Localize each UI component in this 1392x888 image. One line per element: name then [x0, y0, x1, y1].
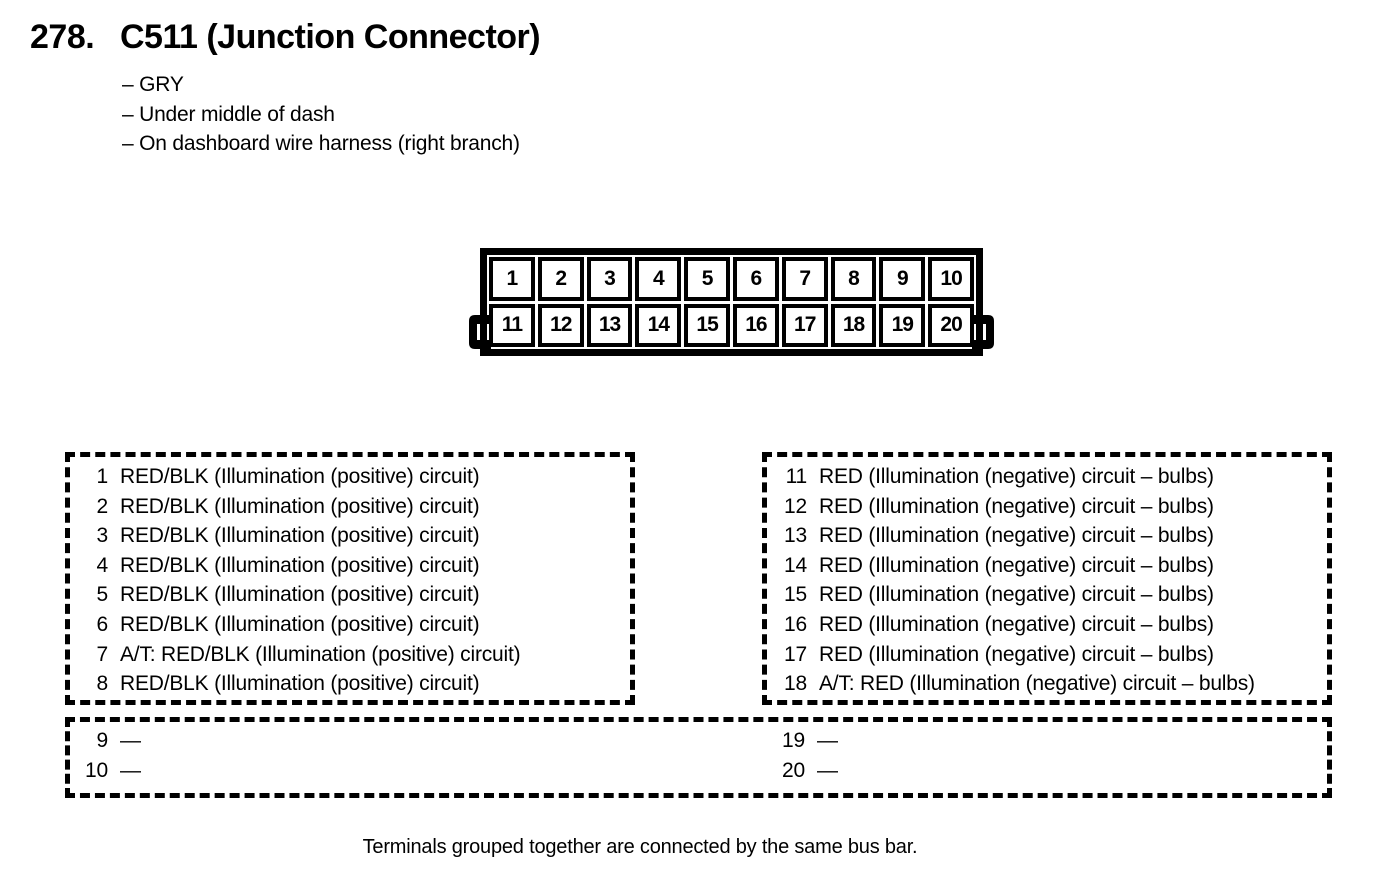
pin-list-unused: 9 — 10 — 19 — 20 —	[65, 717, 1332, 798]
pin-description: RED (Illumination (negative) circuit – b…	[819, 524, 1214, 548]
pin-description: RED (Illumination (negative) circuit – b…	[819, 642, 1214, 666]
pin-number: 5	[96, 583, 109, 607]
pin-row-3: 3 RED/BLK (Illumination (positive) circu…	[70, 521, 630, 551]
pin-row-10: 10 —	[70, 756, 142, 786]
pin-row-15: 15 RED (Illumination (negative) circuit …	[767, 580, 1327, 610]
connector-right-tab-icon	[972, 315, 994, 349]
unused-pins-left-group: 9 — 10 —	[70, 726, 142, 786]
pin-row-1: 1 RED/BLK (Illumination (positive) circu…	[70, 462, 630, 492]
pin-description: —	[120, 759, 142, 782]
connector-pin-6: 6	[732, 257, 779, 301]
pin-row-2: 2 RED/BLK (Illumination (positive) circu…	[70, 492, 630, 522]
connector-pin-17: 17	[781, 303, 828, 347]
pin-description: RED (Illumination (negative) circuit – b…	[819, 583, 1214, 607]
pin-row-12: 12 RED (Illumination (negative) circuit …	[767, 492, 1327, 522]
page-title: 278. C511 (Junction Connector)	[30, 18, 541, 57]
pin-number: 15	[784, 583, 807, 607]
pin-description: —	[817, 759, 839, 782]
pin-number: 13	[784, 524, 807, 548]
connector-pin-10: 10	[928, 257, 974, 301]
connector-diagram: 1 2 3 4 5 6 7 8 9 10 11 12 13 14 15 16 1…	[469, 248, 994, 356]
pin-number: 2	[96, 494, 109, 518]
pin-list-negative-circuits: 11 RED (Illumination (negative) circuit …	[762, 452, 1332, 705]
section-number: 278.	[30, 18, 95, 56]
pin-row-11: 11 RED (Illumination (negative) circuit …	[767, 462, 1327, 492]
connector-pin-14: 14	[635, 303, 682, 347]
pin-number: 16	[784, 612, 807, 636]
pin-description: RED/BLK (Illumination (positive) circuit…	[120, 553, 480, 577]
pin-row-13: 13 RED (Illumination (negative) circuit …	[767, 521, 1327, 551]
connector-pin-2: 2	[537, 257, 584, 301]
connector-pin-9: 9	[879, 257, 926, 301]
bus-bar-footnote: Terminals grouped together are connected…	[362, 836, 918, 858]
pin-row-17: 17 RED (Illumination (negative) circuit …	[767, 640, 1327, 670]
pin-description: A/T: RED/BLK (Illumination (positive) ci…	[120, 642, 521, 666]
connector-pin-12: 12	[537, 303, 584, 347]
pin-row-6: 6 RED/BLK (Illumination (positive) circu…	[70, 610, 630, 640]
connector-pin-13: 13	[586, 303, 633, 347]
pin-row-19: 19 —	[767, 726, 839, 756]
pin-number: 14	[784, 553, 807, 577]
pin-row-8: 8 RED/BLK (Illumination (positive) circu…	[70, 669, 630, 699]
detail-location: – Under middle of dash	[122, 102, 335, 126]
pin-row-20: 20 —	[767, 756, 839, 786]
pin-row-14: 14 RED (Illumination (negative) circuit …	[767, 551, 1327, 581]
pin-number: 4	[96, 553, 109, 577]
pin-number: 3	[96, 524, 109, 548]
connector-pin-8: 8	[830, 257, 877, 301]
pin-number: 11	[785, 465, 808, 488]
pin-number: 20	[782, 759, 805, 782]
pin-description: RED/BLK (Illumination (positive) circuit…	[120, 494, 480, 518]
connector-title: C511 (Junction Connector)	[120, 18, 541, 56]
pin-description: RED/BLK (Illumination (positive) circuit…	[120, 583, 480, 607]
pin-number: 9	[96, 729, 109, 752]
pin-description: RED/BLK (Illumination (positive) circuit…	[120, 612, 480, 636]
pin-row-4: 4 RED/BLK (Illumination (positive) circu…	[70, 551, 630, 581]
pin-description: RED/BLK (Illumination (positive) circuit…	[120, 672, 480, 696]
pin-description: RED (Illumination (negative) circuit – b…	[819, 553, 1214, 577]
pin-number: 18	[784, 672, 807, 696]
pin-description: RED (Illumination (negative) circuit – b…	[819, 612, 1214, 636]
pin-number: 19	[782, 729, 805, 752]
connector-pin-16: 16	[732, 303, 779, 347]
pin-row-9: 9 —	[70, 726, 142, 756]
pin-description: RED (Illumination (negative) circuit – b…	[819, 465, 1214, 488]
pin-number: 12	[784, 494, 807, 518]
connector-pin-18: 18	[830, 303, 877, 347]
pin-number: 6	[96, 612, 109, 636]
unused-pins-right-group: 19 — 20 —	[767, 726, 839, 786]
pin-description: —	[817, 729, 839, 752]
pin-list-positive-circuits: 1 RED/BLK (Illumination (positive) circu…	[65, 452, 635, 705]
pin-number: 10	[85, 759, 108, 782]
pin-description: —	[120, 729, 142, 752]
pin-description: A/T: RED (Illumination (negative) circui…	[819, 672, 1255, 696]
connector-pin-3: 3	[586, 257, 633, 301]
connector-pin-7: 7	[781, 257, 828, 301]
connector-pin-15: 15	[684, 303, 730, 347]
pin-number: 7	[96, 642, 109, 666]
pin-row-5: 5 RED/BLK (Illumination (positive) circu…	[70, 580, 630, 610]
pin-number: 8	[96, 672, 109, 696]
pin-row-7: 7 A/T: RED/BLK (Illumination (positive) …	[70, 640, 630, 670]
connector-pin-4: 4	[635, 257, 682, 301]
connector-pin-20: 20	[928, 303, 974, 347]
pin-description: RED/BLK (Illumination (positive) circuit…	[120, 524, 480, 548]
pin-description: RED (Illumination (negative) circuit – b…	[819, 494, 1214, 518]
pin-description: RED/BLK (Illumination (positive) circuit…	[120, 465, 480, 488]
connector-pin-1: 1	[489, 257, 535, 301]
pin-row-16: 16 RED (Illumination (negative) circuit …	[767, 610, 1327, 640]
connector-pin-11: 11	[489, 303, 535, 347]
connector-pin-19: 19	[879, 303, 926, 347]
pin-number: 17	[784, 642, 807, 666]
detail-color: – GRY	[122, 73, 184, 96]
connector-details: – GRY – Under middle of dash – On dashbo…	[122, 70, 520, 159]
detail-harness: – On dashboard wire harness (right branc…	[122, 132, 520, 155]
pin-row-18: 18 A/T: RED (Illumination (negative) cir…	[767, 669, 1327, 699]
connector-left-tab-icon	[469, 315, 491, 349]
pin-number: 1	[96, 465, 109, 488]
connector-pin-5: 5	[684, 257, 730, 301]
